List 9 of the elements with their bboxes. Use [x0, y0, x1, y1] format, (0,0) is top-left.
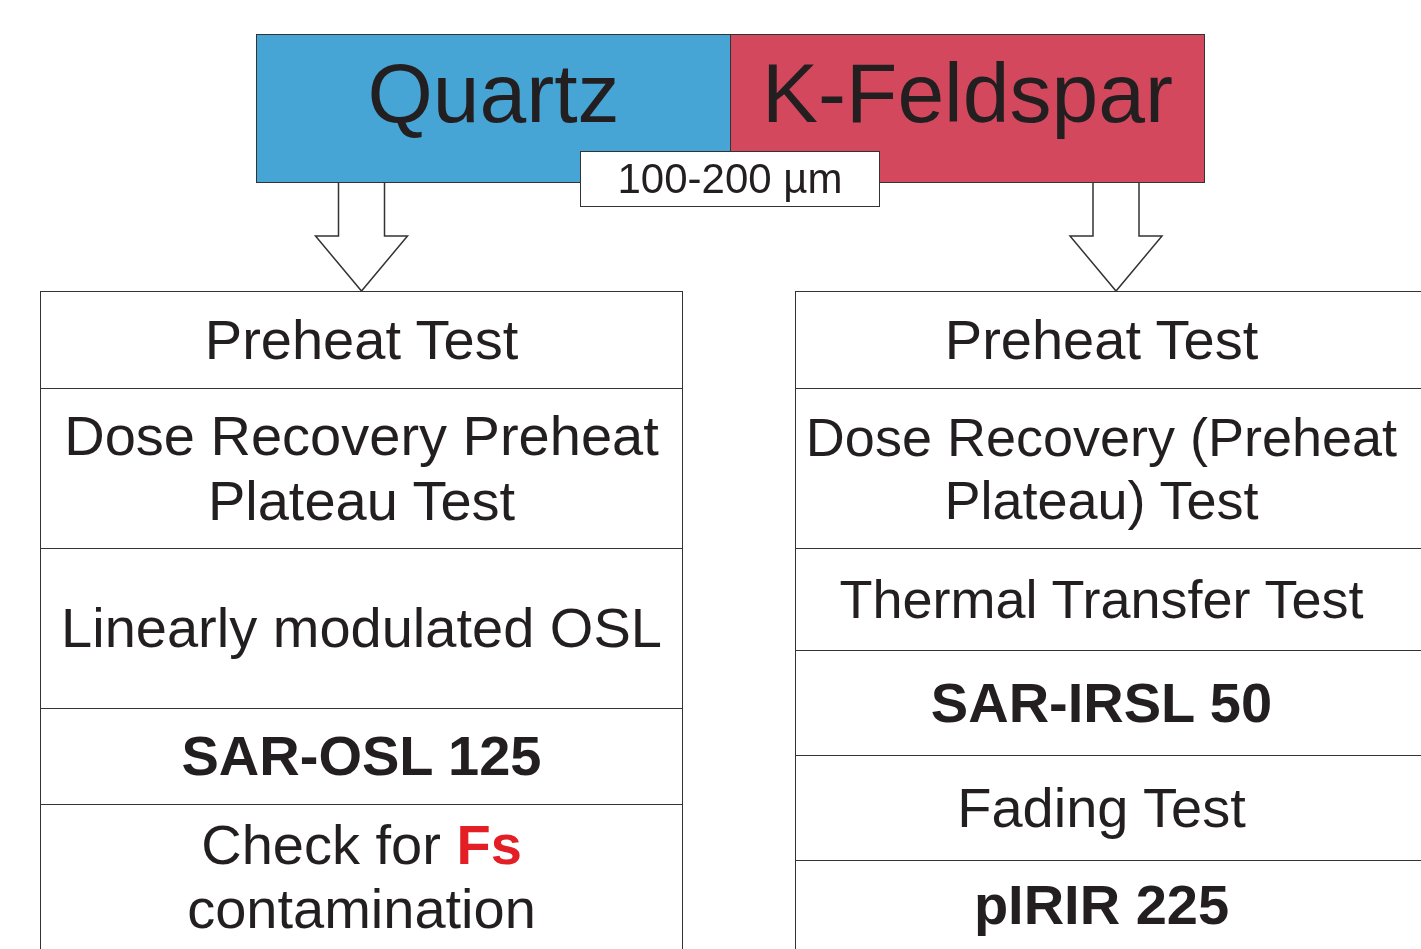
- block-arrow: [313, 182, 410, 293]
- step-cell: Preheat Test: [40, 291, 683, 389]
- step-cell: Linearly modulated OSL: [40, 548, 683, 709]
- step-cell: Check for Fs contamination: [40, 804, 683, 949]
- block-arrow: [1068, 182, 1164, 293]
- step-cell: Preheat Test: [795, 291, 1421, 389]
- step-cell: Dose Recovery Preheat Plateau Test: [40, 388, 683, 549]
- size-label-box: 100-200 µm: [580, 151, 880, 207]
- step-cell: SAR-OSL 125: [40, 708, 683, 805]
